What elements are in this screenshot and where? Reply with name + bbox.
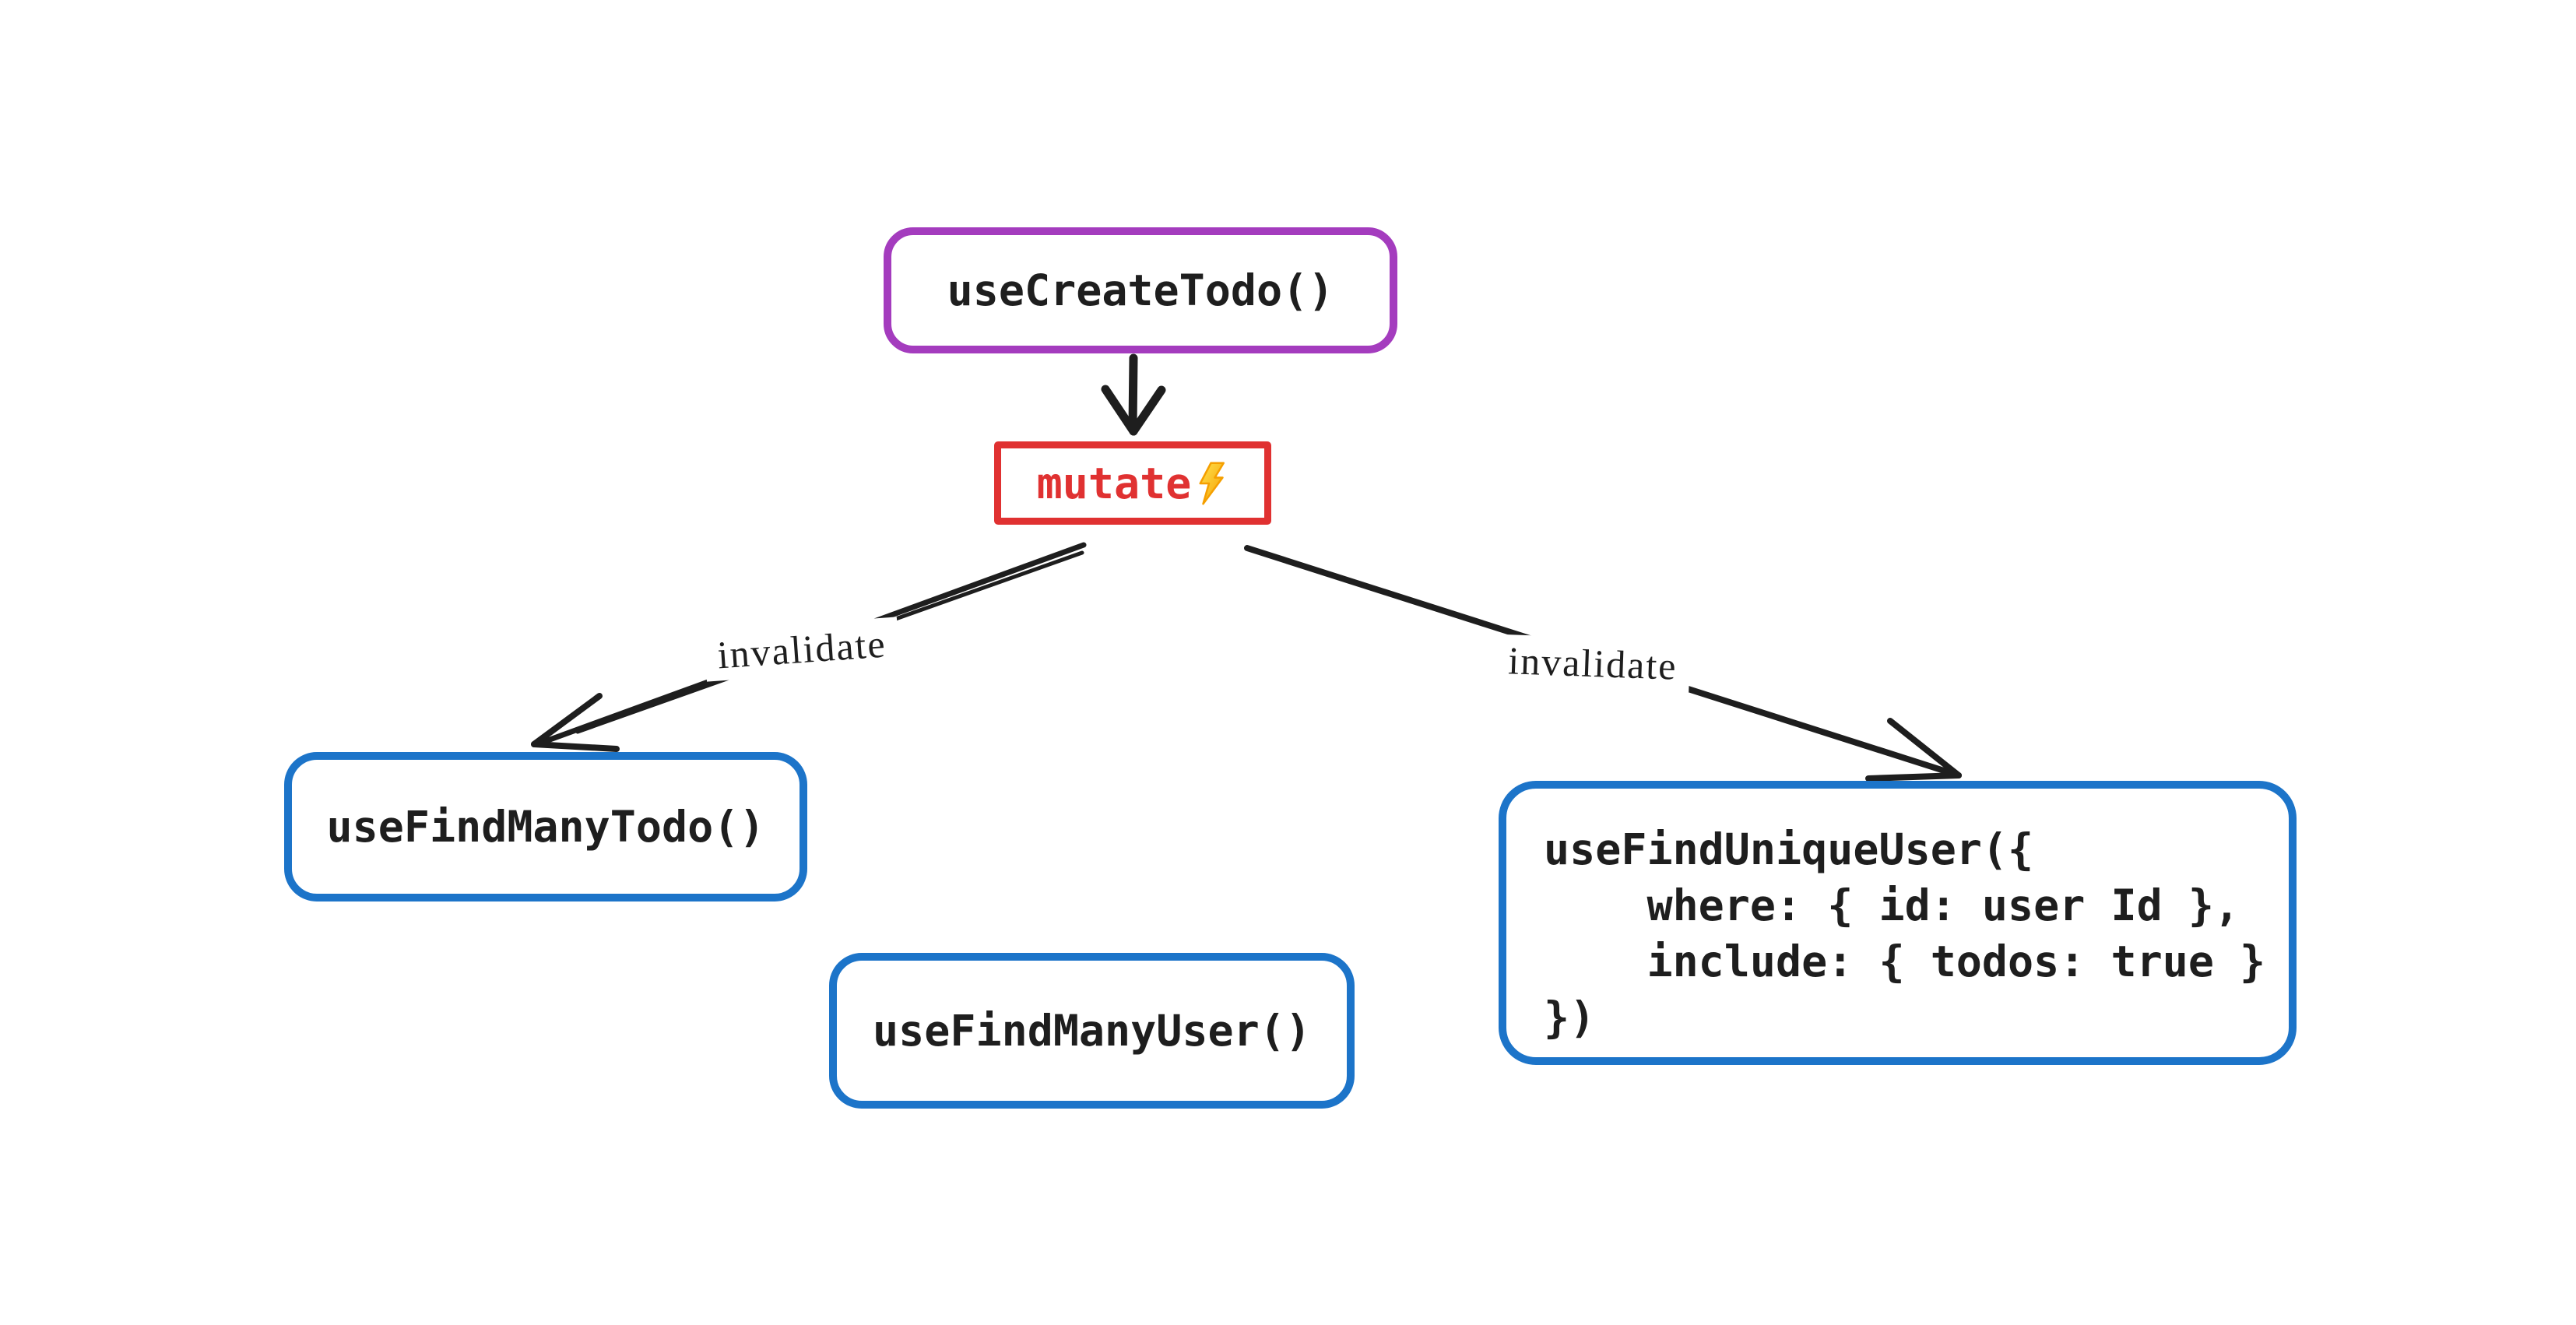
code-line: include: { todos: true }	[1544, 937, 2266, 986]
node-label: useFindManyTodo()	[326, 802, 765, 852]
node-use-create-todo[interactable]: useCreateTodo()	[884, 227, 1397, 353]
node-label: useFindManyUser()	[873, 1006, 1311, 1056]
node-label: mutate	[1036, 458, 1192, 508]
lightning-icon	[1199, 462, 1225, 504]
node-use-find-many-user[interactable]: useFindManyUser()	[829, 953, 1355, 1109]
node-use-find-many-todo[interactable]: useFindManyTodo()	[284, 752, 807, 901]
code-line: useFindUniqueUser({	[1544, 824, 2034, 874]
edge-label-invalidate-right[interactable]: invalidate	[1495, 634, 1691, 693]
arrow-create-to-mutate[interactable]	[1101, 353, 1166, 436]
code-block: useFindUniqueUser({ where: { id: user Id…	[1544, 821, 2265, 1046]
node-label: useCreateTodo()	[947, 265, 1334, 315]
node-use-find-unique-user[interactable]: useFindUniqueUser({ where: { id: user Id…	[1499, 781, 2297, 1065]
node-mutate[interactable]: mutate	[994, 441, 1271, 525]
code-line: })	[1544, 993, 1596, 1042]
code-line: where: { id: user Id },	[1544, 880, 2240, 930]
